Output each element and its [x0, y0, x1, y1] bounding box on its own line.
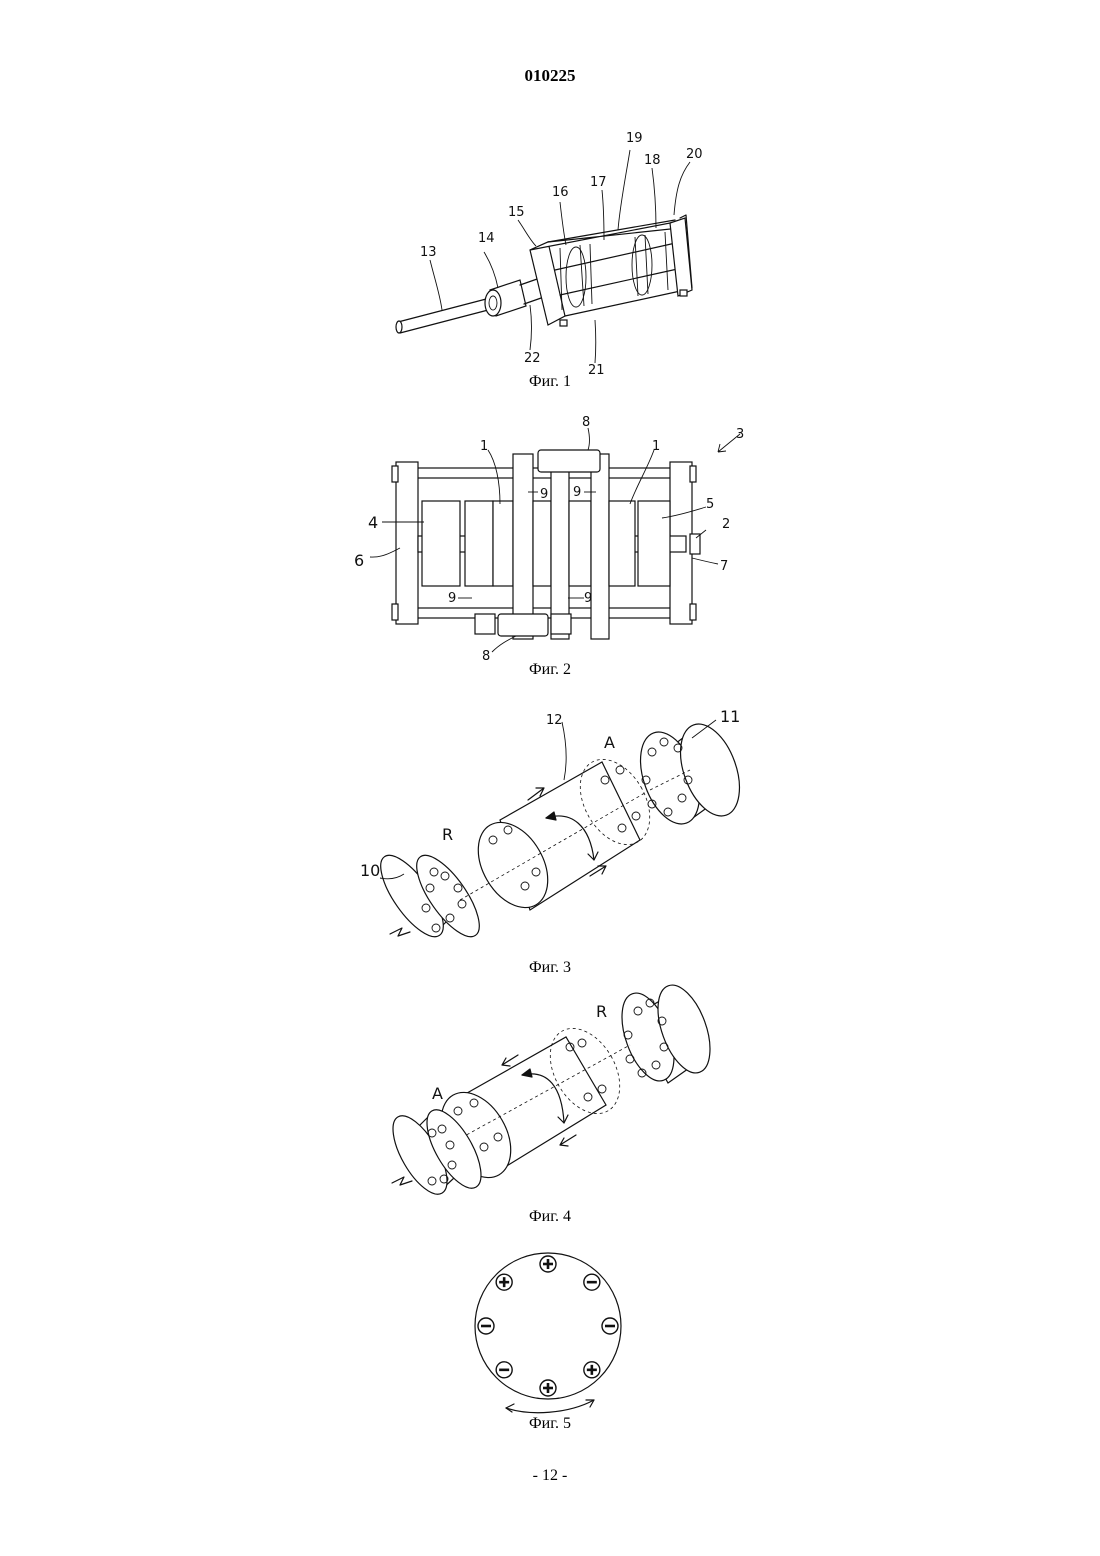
label-14: 14	[478, 231, 495, 246]
label-16: 16	[552, 185, 569, 200]
figure-5-drawing	[468, 1250, 632, 1420]
label-9-top-left: 9	[540, 487, 548, 502]
figure-3-caption: Фиг. 3	[0, 959, 1100, 977]
figure-3-drawing: 12 A 11 R 10	[350, 700, 750, 960]
figure-2-caption: Фиг. 2	[0, 661, 1100, 679]
label-R: R	[596, 1002, 607, 1021]
label-11: 11	[720, 707, 740, 726]
label-8-top: 8	[582, 415, 590, 430]
figure-2-drawing: 8 3 1 1 9 9 4 5 2 6 7 9 9 8	[340, 412, 760, 672]
figure-4-caption: Фиг. 4	[0, 1208, 1100, 1226]
figure-4-drawing: R A	[380, 985, 720, 1215]
label-1-left: 1	[480, 439, 488, 454]
label-18: 18	[644, 153, 661, 168]
label-15: 15	[508, 205, 525, 220]
figure-5-caption: Фиг. 5	[0, 1415, 1100, 1433]
label-9-top-right: 9	[573, 485, 581, 500]
label-1-right: 1	[652, 439, 660, 454]
label-A: A	[604, 733, 615, 752]
page-number: - 12 -	[0, 1467, 1100, 1485]
label-9-bottom-left: 9	[448, 591, 456, 606]
label-12: 12	[546, 713, 563, 728]
label-5: 5	[706, 497, 714, 512]
patent-number: 010225	[0, 66, 1100, 86]
label-19: 19	[626, 131, 643, 146]
label-3: 3	[736, 427, 744, 442]
label-6: 6	[354, 551, 364, 570]
label-R: R	[442, 825, 453, 844]
label-10: 10	[360, 861, 380, 880]
label-17: 17	[590, 175, 607, 190]
label-13: 13	[420, 245, 437, 260]
label-9-bottom-right: 9	[584, 591, 592, 606]
figure-1-drawing: 13 14 15 16 17 19 18 20 22 21	[380, 120, 720, 380]
figure-1-caption: Фиг. 1	[0, 373, 1100, 391]
label-2: 2	[722, 517, 730, 532]
label-4: 4	[368, 513, 378, 532]
label-7: 7	[720, 559, 728, 574]
label-20: 20	[686, 147, 703, 162]
label-A: A	[432, 1084, 443, 1103]
label-22: 22	[524, 351, 541, 366]
